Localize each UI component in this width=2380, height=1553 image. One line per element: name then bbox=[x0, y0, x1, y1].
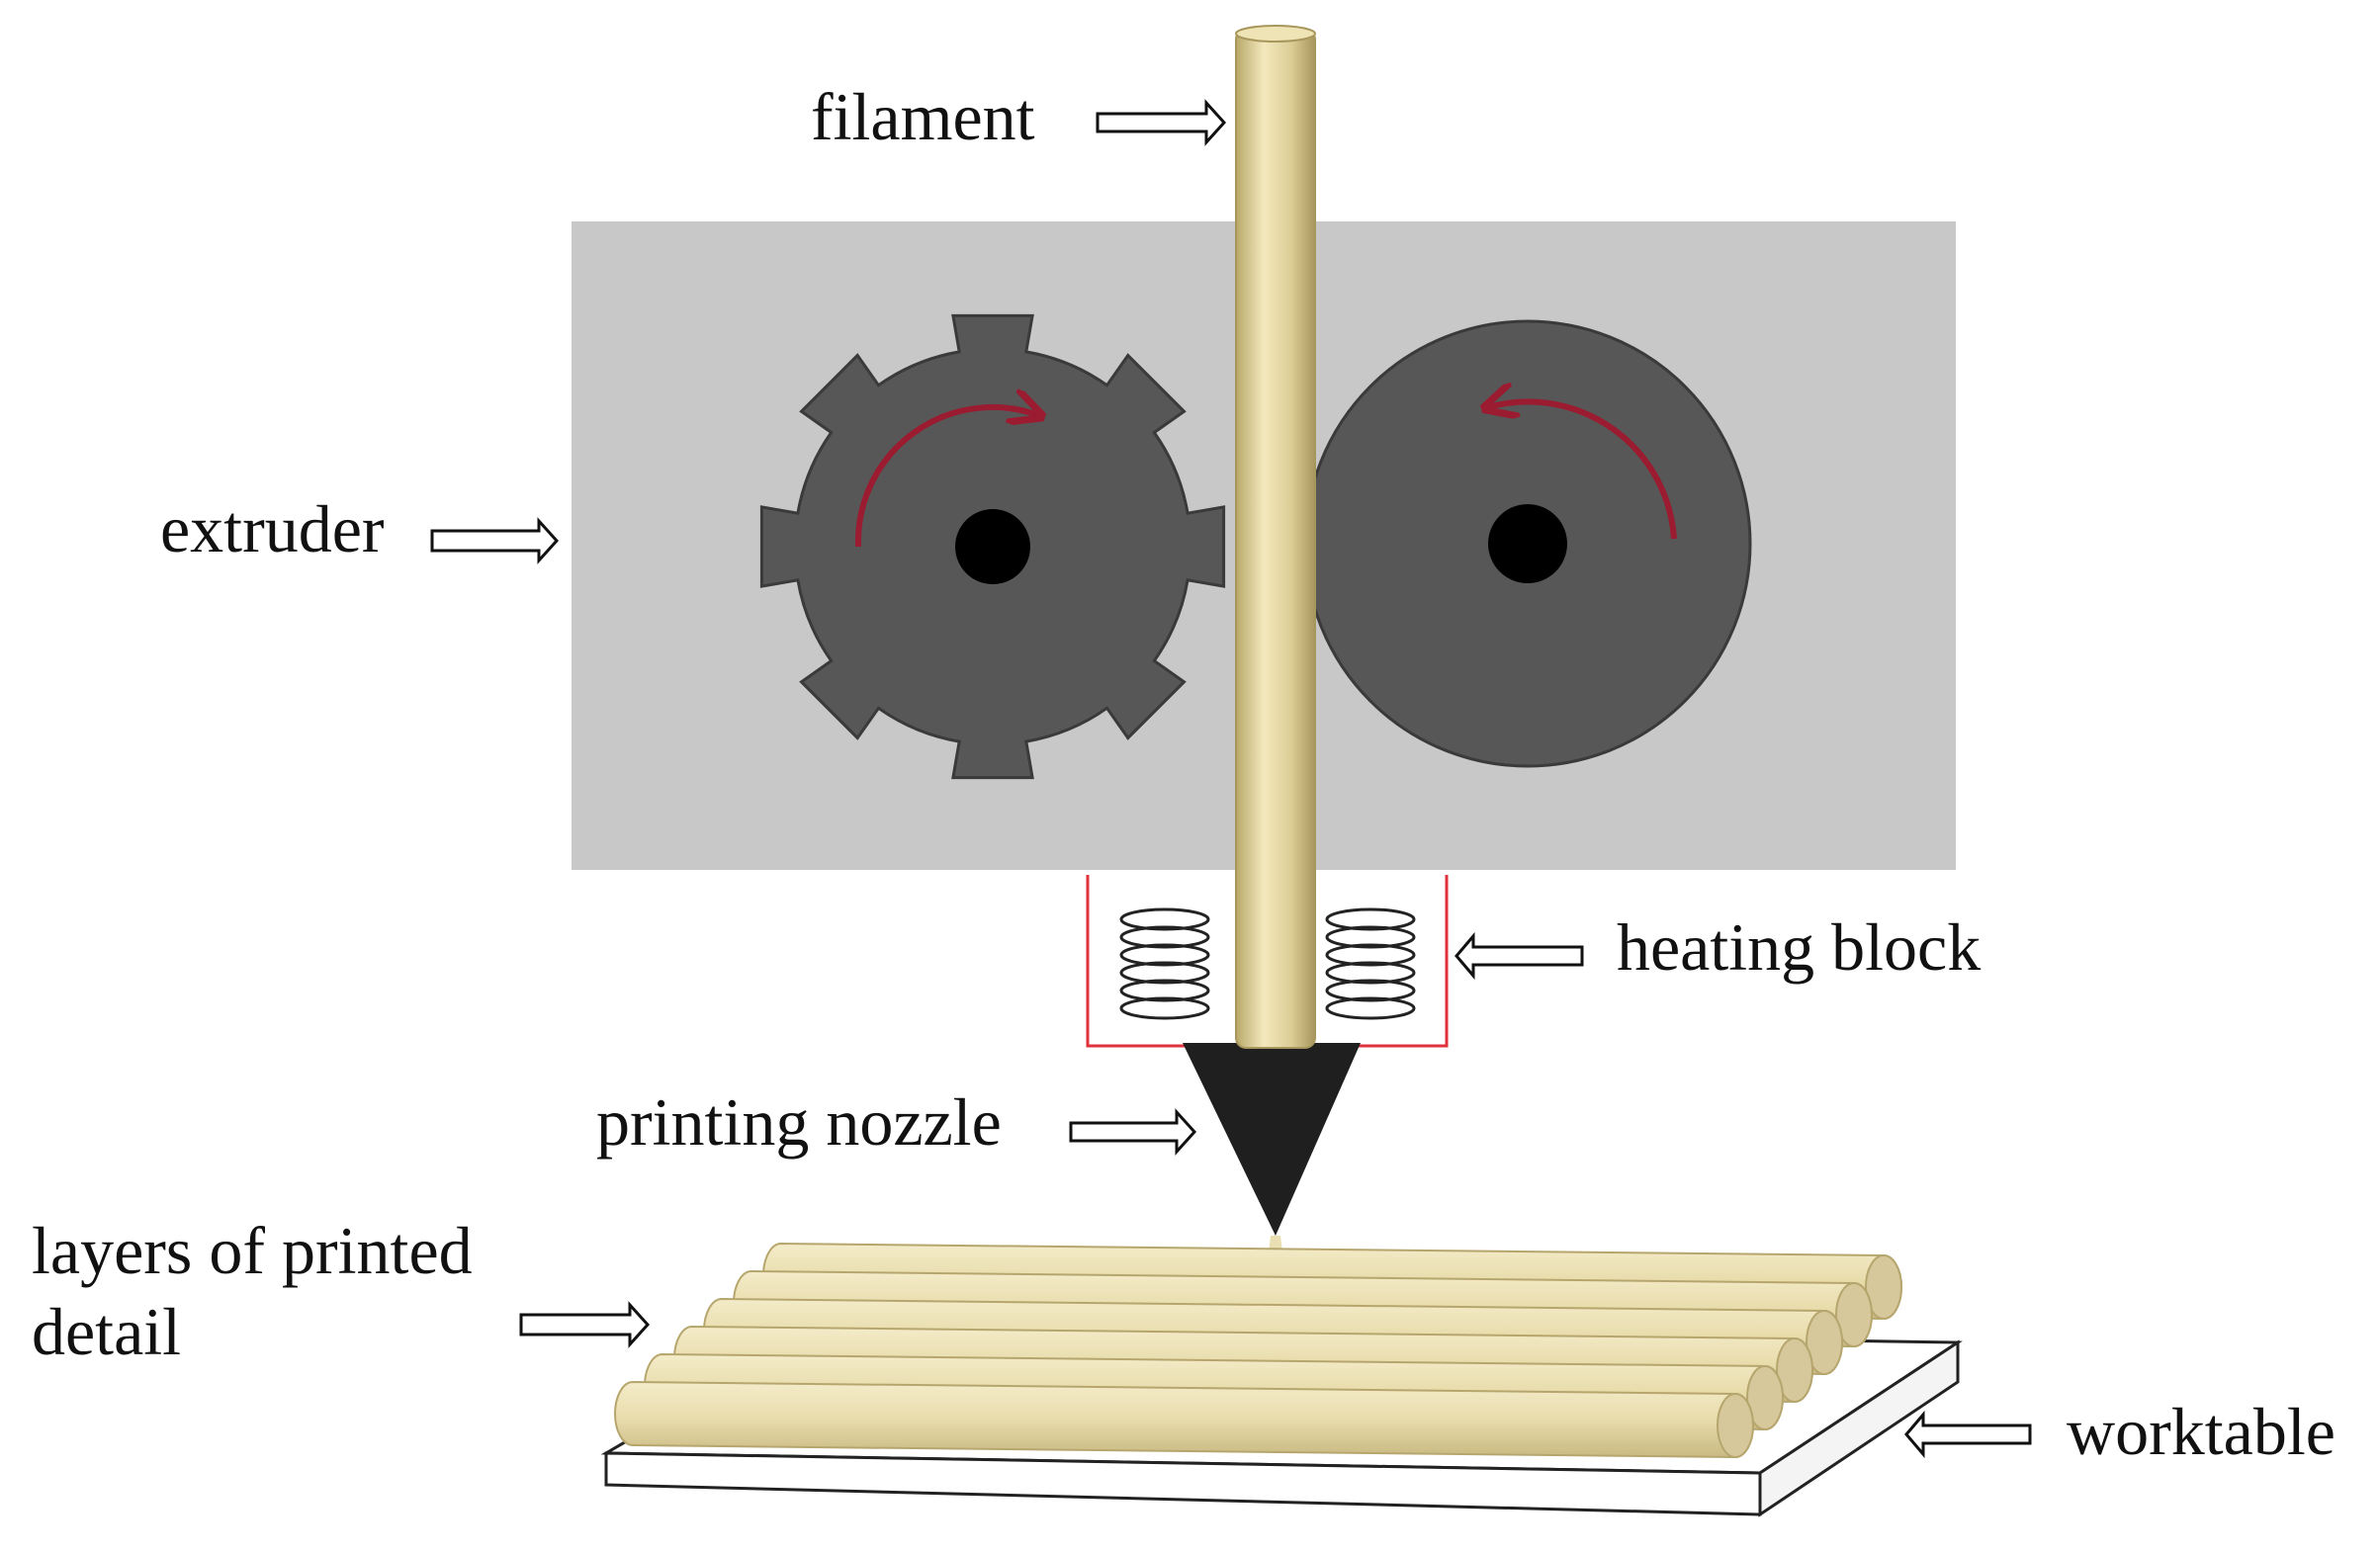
heating-block-pointer-arrow bbox=[1454, 931, 1584, 981]
coil-turn bbox=[1325, 907, 1416, 931]
pointer-arrows bbox=[430, 99, 2032, 1459]
worktable-side bbox=[1758, 1339, 1960, 1517]
printing-nozzle-pointer-arrow bbox=[1069, 1108, 1197, 1156]
layers-label-line1: layers of printed bbox=[32, 1213, 473, 1288]
coil-turn bbox=[1119, 925, 1210, 949]
worktable-label: worktable bbox=[2067, 1394, 2336, 1469]
roller-axle-hole bbox=[1488, 504, 1567, 583]
gear-rotation-arrow bbox=[854, 407, 1038, 548]
printing-nozzle bbox=[1183, 1043, 1361, 1236]
layers-label-line2: detail bbox=[32, 1294, 182, 1369]
layers-pointer-arrow bbox=[519, 1301, 651, 1348]
coil-turn bbox=[1119, 979, 1210, 1002]
extruder-label: extruder bbox=[160, 491, 385, 566]
filament-rod bbox=[1235, 29, 1316, 1049]
coil-turn bbox=[1325, 979, 1416, 1002]
printed-layer-rod bbox=[614, 1380, 1754, 1459]
printed-layer-end-cap bbox=[1717, 1393, 1754, 1458]
printed-layer-end-cap bbox=[1776, 1337, 1813, 1403]
printing-nozzle-label: printing nozzle bbox=[596, 1084, 1002, 1160]
coil-turn bbox=[1325, 961, 1416, 985]
heating-coil-left bbox=[1119, 907, 1210, 1020]
printed-layers bbox=[614, 1242, 1902, 1459]
printed-layer-end-cap bbox=[1746, 1365, 1784, 1430]
printed-layer-end-cap bbox=[1865, 1254, 1902, 1320]
coil-turn bbox=[1119, 996, 1210, 1020]
coil-turn bbox=[1119, 943, 1210, 967]
extruder-pointer-arrow bbox=[430, 517, 560, 564]
heating-coil-right bbox=[1325, 907, 1416, 1020]
coil-turn bbox=[1325, 943, 1416, 967]
printed-layer-end-cap bbox=[1835, 1282, 1873, 1347]
roller-rotation-arrow bbox=[1488, 401, 1677, 540]
idler-roller bbox=[1303, 319, 1752, 768]
heating-block-label: heating block bbox=[1617, 909, 1982, 985]
coil-turn bbox=[1119, 961, 1210, 985]
coil-turn bbox=[1119, 907, 1210, 931]
drive-gear bbox=[759, 313, 1226, 780]
gear-axle-hole bbox=[955, 509, 1030, 584]
coil-turn bbox=[1325, 925, 1416, 949]
printed-layer-end-cap bbox=[1806, 1310, 1843, 1375]
coil-turn bbox=[1325, 996, 1416, 1020]
worktable-pointer-arrow bbox=[1904, 1410, 2032, 1459]
filament-label: filament bbox=[811, 79, 1035, 154]
filament-pointer-arrow bbox=[1096, 99, 1227, 146]
